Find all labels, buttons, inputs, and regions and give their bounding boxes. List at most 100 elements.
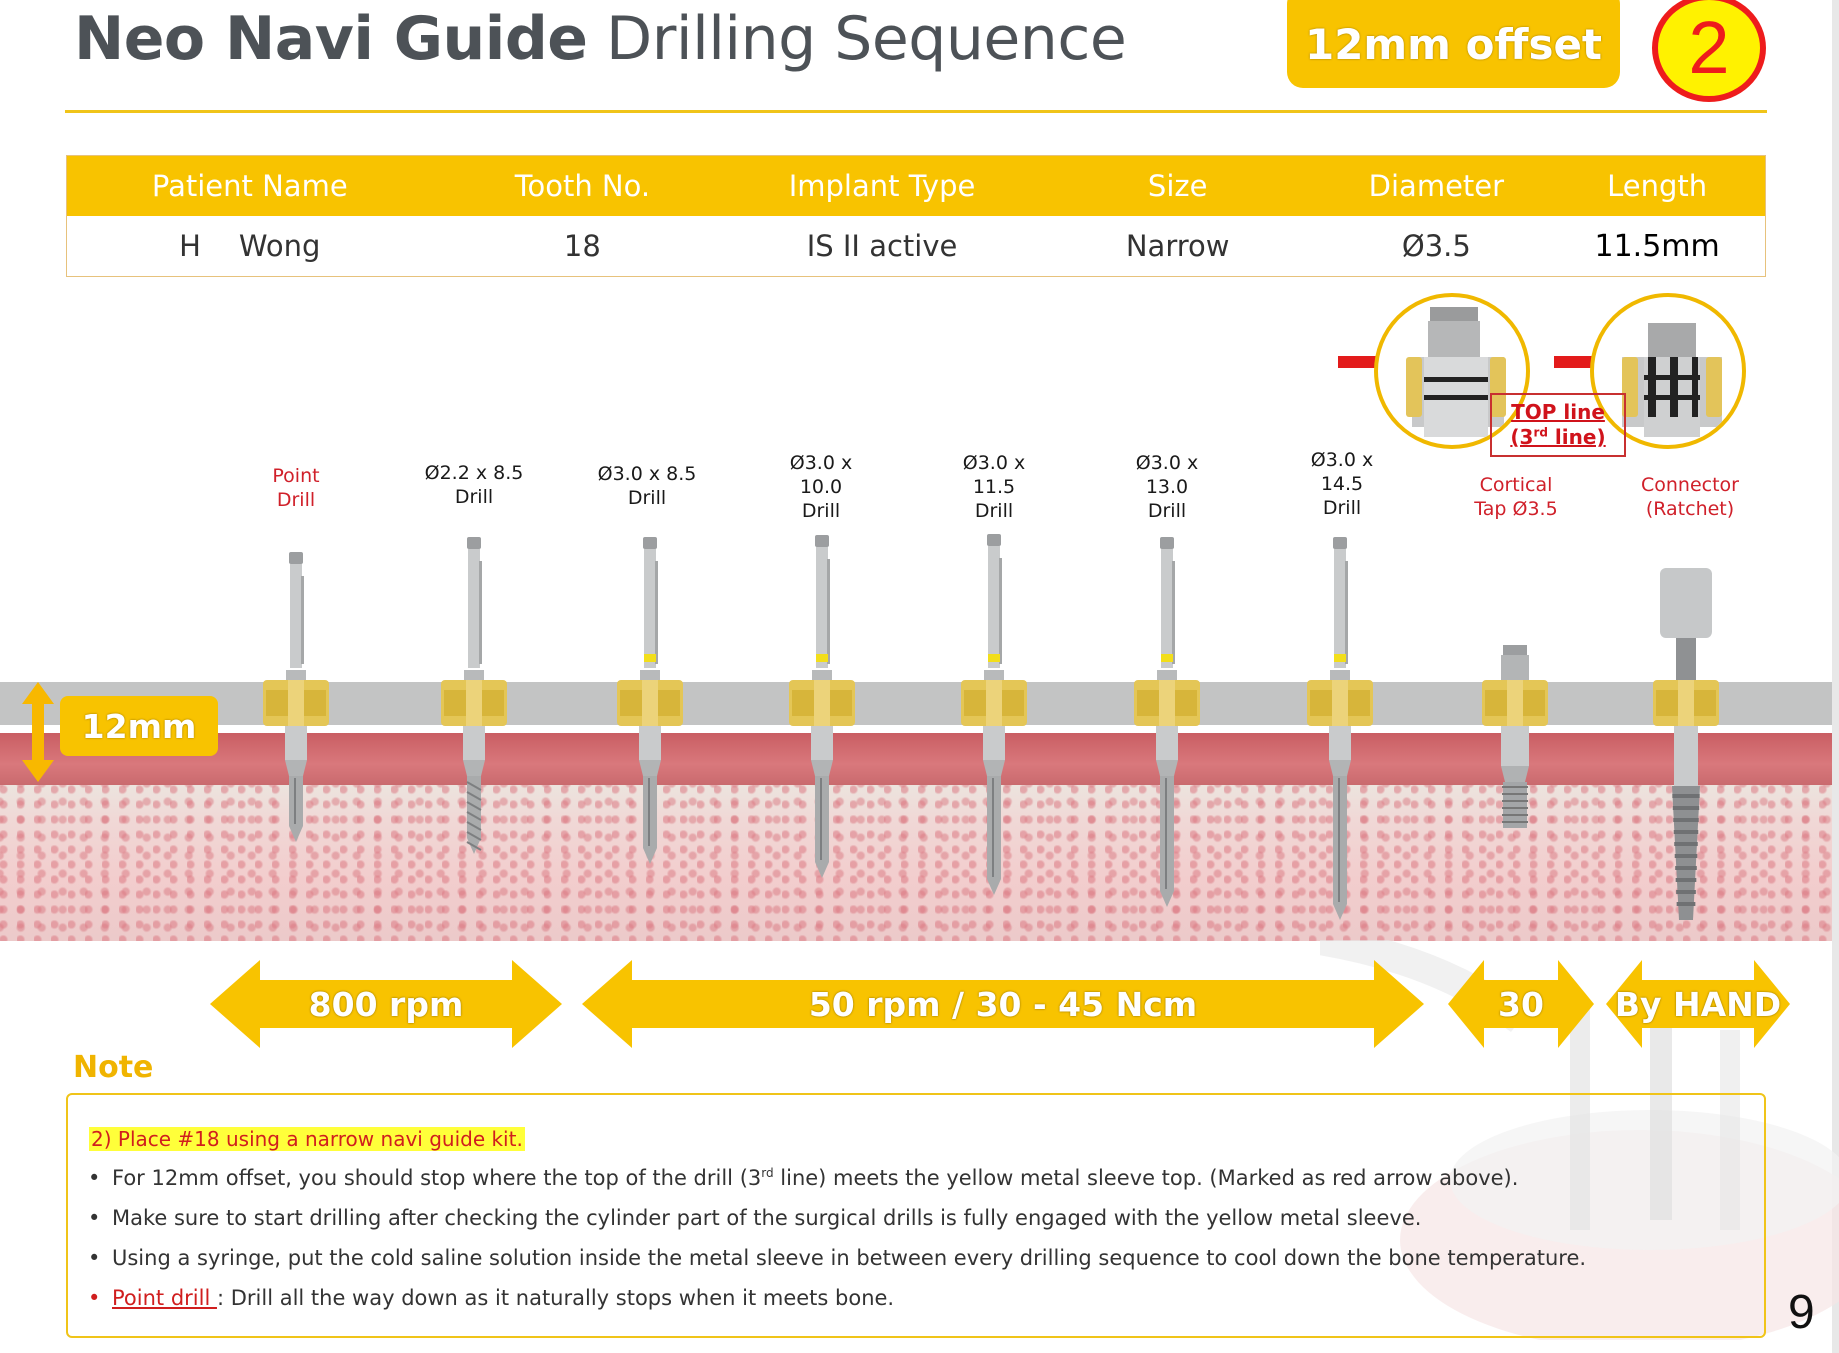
tool-label-line: 13.0 xyxy=(1145,476,1189,498)
title-brand: Neo Navi Guide xyxy=(74,4,588,74)
double-arrow-vertical-icon xyxy=(22,682,54,782)
drill-10-0-illustration xyxy=(789,535,855,878)
patient-initial: H xyxy=(179,229,201,263)
third-line-suffix: line) xyxy=(1547,425,1606,449)
double-arrow-horizontal-icon xyxy=(1448,960,1594,1048)
offset-badge: 12mm offset xyxy=(1287,0,1620,88)
tool-label-point-drill: Point Drill xyxy=(216,464,376,512)
tool-label-drill-2-2: Ø2.2 x 8.5 Drill xyxy=(394,461,554,509)
cell-tooth-no: 18 xyxy=(563,229,601,263)
tool-label-line: Ø3.0 x xyxy=(1310,449,1374,471)
patient-info-table: Patient Name Tooth No. Implant Type Size… xyxy=(66,155,1766,277)
offset-height-label: 12mm xyxy=(81,706,197,746)
header-size: Size xyxy=(1147,169,1208,203)
connector-ratchet-illustration xyxy=(1653,568,1719,920)
header-patient-name: Patient Name xyxy=(151,169,348,203)
point-drill-illustration xyxy=(263,552,329,842)
double-arrow-horizontal-icon xyxy=(210,960,562,1048)
tool-label-line: Drill xyxy=(276,489,316,511)
tool-label-line: 11.5 xyxy=(972,476,1016,498)
cortical-tap-illustration xyxy=(1482,645,1548,828)
bullet-icon: • xyxy=(88,1206,101,1230)
bullet-icon: • xyxy=(88,1246,101,1270)
table-row: H Wong 18 IS II active Narrow Ø3.5 11.5m… xyxy=(67,216,1765,276)
note-bullet: • Point drill : Drill all the way down as… xyxy=(88,1286,894,1310)
note-text: Using a syringe, put the cold saline sol… xyxy=(112,1246,1587,1270)
drill-14-5-illustration xyxy=(1307,537,1373,920)
note-bullet: • Using a syringe, put the cold saline so… xyxy=(88,1246,1586,1270)
third-line-label: (3rd line) xyxy=(1510,425,1605,450)
note-title: Note xyxy=(73,1050,154,1085)
header-implant-type: Implant Type xyxy=(788,169,976,203)
top-line-label: TOP line xyxy=(1511,400,1605,424)
bullet-icon: • xyxy=(88,1286,101,1310)
tool-label-line: Point xyxy=(272,465,320,487)
patient-last-name: Wong xyxy=(238,229,321,263)
tool-label-connector: Connector (Ratchet) xyxy=(1610,473,1770,521)
tool-label-line: Drill xyxy=(1147,500,1187,522)
tool-label-line: Ø3.0 x xyxy=(1135,452,1199,474)
tool-label-line: 14.5 xyxy=(1320,473,1364,495)
note-text: Make sure to start drilling after checki… xyxy=(112,1206,1422,1230)
note-box xyxy=(66,1093,1766,1338)
note-text: : Drill all the way down as it naturally… xyxy=(216,1286,895,1310)
tool-label-drill-10-0: Ø3.0 x 10.0 Drill xyxy=(741,451,901,523)
note-bullet: • For 12mm offset, you should stop where … xyxy=(88,1166,1518,1190)
tool-label-line: Drill xyxy=(974,500,1014,522)
cell-size: Narrow xyxy=(1125,229,1230,263)
cell-length: 11.5mm xyxy=(1594,228,1720,264)
drill-13-0-illustration xyxy=(1134,537,1200,907)
tool-label-line: Ø3.0 x 8.5 xyxy=(597,463,697,485)
connector-sleeve-illustration xyxy=(1622,323,1722,437)
connector-sleeve-detail xyxy=(1590,293,1746,449)
tool-label-line: Drill xyxy=(801,500,841,522)
bullet-icon: • xyxy=(88,1166,101,1190)
tool-label-line: Drill xyxy=(1322,497,1362,519)
drill-11-5-illustration xyxy=(961,534,1027,895)
note-text: For 12mm offset, you should stop where t… xyxy=(112,1166,762,1190)
speed-range-by-hand: By HAND xyxy=(1606,960,1790,1048)
speed-range-label: By HAND xyxy=(1614,984,1782,1024)
tool-label-line: Ø2.2 x 8.5 xyxy=(424,462,524,484)
cell-implant-type: IS II active xyxy=(806,229,958,263)
third-line-prefix: (3 xyxy=(1510,425,1534,449)
step-number-badge: 2 xyxy=(1652,0,1766,102)
top-line-callout: TOP line (3rd line) xyxy=(1490,393,1626,457)
tool-label-drill-3-0-8-5: Ø3.0 x 8.5 Drill xyxy=(567,462,727,510)
note-text: line) meets the yellow metal sleeve top.… xyxy=(773,1166,1519,1190)
tool-label-line: Tap Ø3.5 xyxy=(1474,498,1558,520)
step-number: 2 xyxy=(1688,6,1730,89)
tool-label-line: Drill xyxy=(454,486,494,508)
speed-range-30: 30 xyxy=(1448,960,1594,1048)
header-diameter: Diameter xyxy=(1368,169,1505,203)
double-arrow-horizontal-icon xyxy=(1606,960,1790,1048)
cell-diameter: Ø3.5 xyxy=(1401,229,1471,263)
jaw-model-photo xyxy=(1320,940,1839,1340)
title-subtitle: Drilling Sequence xyxy=(606,4,1127,74)
tool-label-drill-14-5: Ø3.0 x 14.5 Drill xyxy=(1262,448,1422,520)
note-sup: rd xyxy=(761,1166,774,1180)
tool-label-line: Connector xyxy=(1641,474,1739,496)
tool-label-line: Ø3.0 x xyxy=(789,452,853,474)
speed-range-50rpm: 50 rpm / 30 - 45 Ncm xyxy=(582,960,1424,1048)
page-number: 9 xyxy=(1788,1286,1815,1339)
header-tooth-no: Tooth No. xyxy=(514,169,651,203)
speed-range-800rpm: 800 rpm xyxy=(210,960,562,1048)
tool-label-line: Ø3.0 x xyxy=(962,452,1026,474)
speed-range-label: 50 rpm / 30 - 45 Ncm xyxy=(808,984,1198,1024)
drill-2-2-illustration xyxy=(441,537,507,854)
note-heading: 2) Place #18 using a narrow navi guide k… xyxy=(89,1127,525,1151)
speed-range-label: 30 xyxy=(1498,984,1544,1024)
table-header-row: Patient Name Tooth No. Implant Type Size… xyxy=(67,156,1765,216)
cell-patient-name: H Wong xyxy=(67,216,433,276)
tool-label-cortical-tap: Cortical Tap Ø3.5 xyxy=(1436,473,1596,521)
speed-range-label: 800 rpm xyxy=(308,984,464,1024)
tool-label-line: 10.0 xyxy=(799,476,843,498)
tool-label-drill-13-0: Ø3.0 x 13.0 Drill xyxy=(1087,451,1247,523)
scrollbar-track[interactable] xyxy=(1832,0,1839,1353)
point-drill-link[interactable]: Point drill xyxy=(112,1286,217,1310)
tool-label-line: Cortical xyxy=(1479,474,1553,496)
note-bullet: • Make sure to start drilling after check… xyxy=(88,1206,1421,1230)
offset-badge-label: 12mm offset xyxy=(1304,19,1603,69)
tap-sleeve-illustration xyxy=(1406,307,1506,437)
